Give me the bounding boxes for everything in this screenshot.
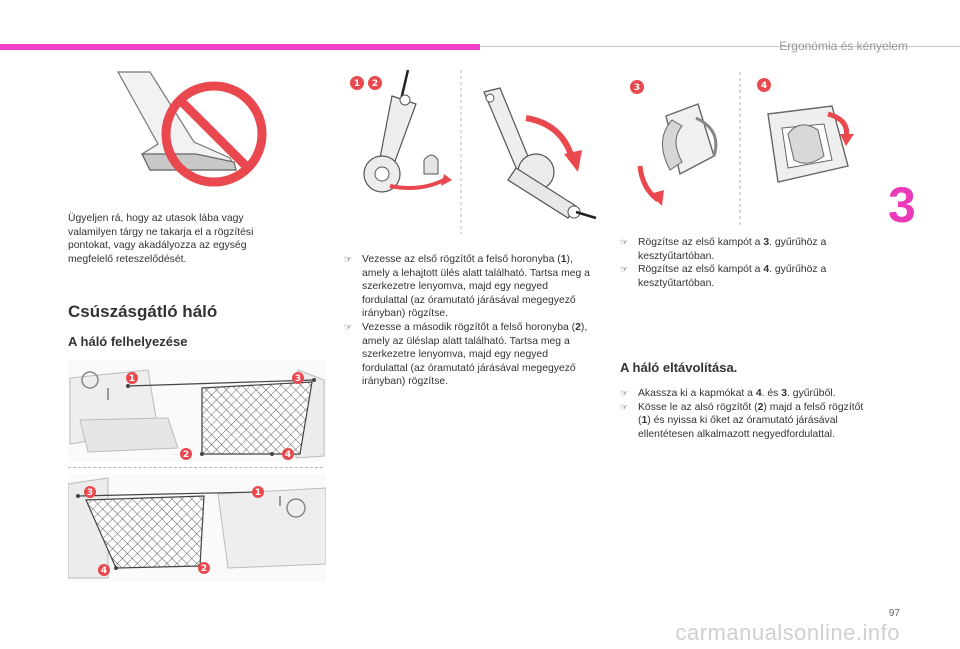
sub-heading: A háló felhelyezése [68, 334, 188, 349]
list-item: ☞Vezesse az első rögzítőt a felső horony… [344, 254, 590, 320]
pointing-finger-icon: ☞ [620, 401, 629, 412]
badge-2: 2 [372, 79, 378, 89]
list-item: ☞Vezesse a második rögzítőt a felső horo… [344, 321, 588, 388]
badge-1: 1 [354, 79, 360, 89]
pointing-finger-icon: ☞ [344, 254, 353, 264]
foot-prohibition-illustration [116, 71, 267, 187]
section-title: Ergonómia és kényelem [779, 39, 908, 53]
warning-text: Ügyeljen rá, hogy az utasok lába vagy va… [68, 213, 254, 265]
list-item: ☞Akassza ki a kapmókat a 4. és 3. gyűrűb… [620, 388, 836, 399]
fastener-rotation-figure: 1 2 [350, 69, 597, 234]
page-number: 97 [888, 608, 900, 619]
hook-ring-figure: 3 4 [630, 72, 854, 228]
chapter-number: 3 [888, 177, 916, 233]
section-heading: Csúszásgátló háló [68, 302, 218, 321]
list-item: ☞Kösse le az alsó rögzítőt (2) majd a fe… [620, 401, 864, 440]
net-installation-figure-bottom: 3 1 4 2 [68, 474, 326, 582]
badge-4: 4 [761, 81, 767, 91]
pointing-finger-icon: ☞ [620, 237, 629, 247]
hook-steps-list: ☞Rögzítse az első kampót a 3. gyűrűhöz a… [620, 236, 870, 290]
badge-2: 2 [201, 564, 207, 574]
badge-1: 1 [255, 488, 261, 498]
badge-1: 1 [129, 374, 135, 384]
figure-divider [68, 467, 323, 468]
header-accent-bar [0, 44, 480, 50]
header-rule [480, 46, 960, 47]
badge-3: 3 [295, 374, 301, 384]
list-item: ☞Rögzítse az első kampót a 3. gyűrűhöz a… [620, 237, 827, 262]
pointing-finger-icon: ☞ [620, 388, 629, 398]
watermark: carmanualsonline.info [675, 620, 900, 645]
list-item: ☞Rögzítse az első kampót a 4. gyűrűhöz a… [620, 264, 827, 289]
installation-steps-list: ☞Vezesse az első rögzítőt a felső horony… [344, 253, 590, 389]
pointing-finger-icon: ☞ [344, 321, 353, 332]
removal-heading: A háló eltávolítása. [620, 360, 738, 375]
badge-4: 4 [101, 566, 107, 576]
removal-steps-list: ☞Akassza ki a kapmókat a 4. és 3. gyűrűb… [620, 387, 870, 441]
net-installation-figure-top: 1 3 2 4 [68, 360, 326, 462]
badge-4: 4 [285, 450, 291, 460]
pointing-finger-icon: ☞ [620, 264, 629, 275]
badge-3: 3 [87, 488, 93, 498]
badge-3: 3 [634, 83, 640, 93]
badge-2: 2 [183, 450, 189, 460]
